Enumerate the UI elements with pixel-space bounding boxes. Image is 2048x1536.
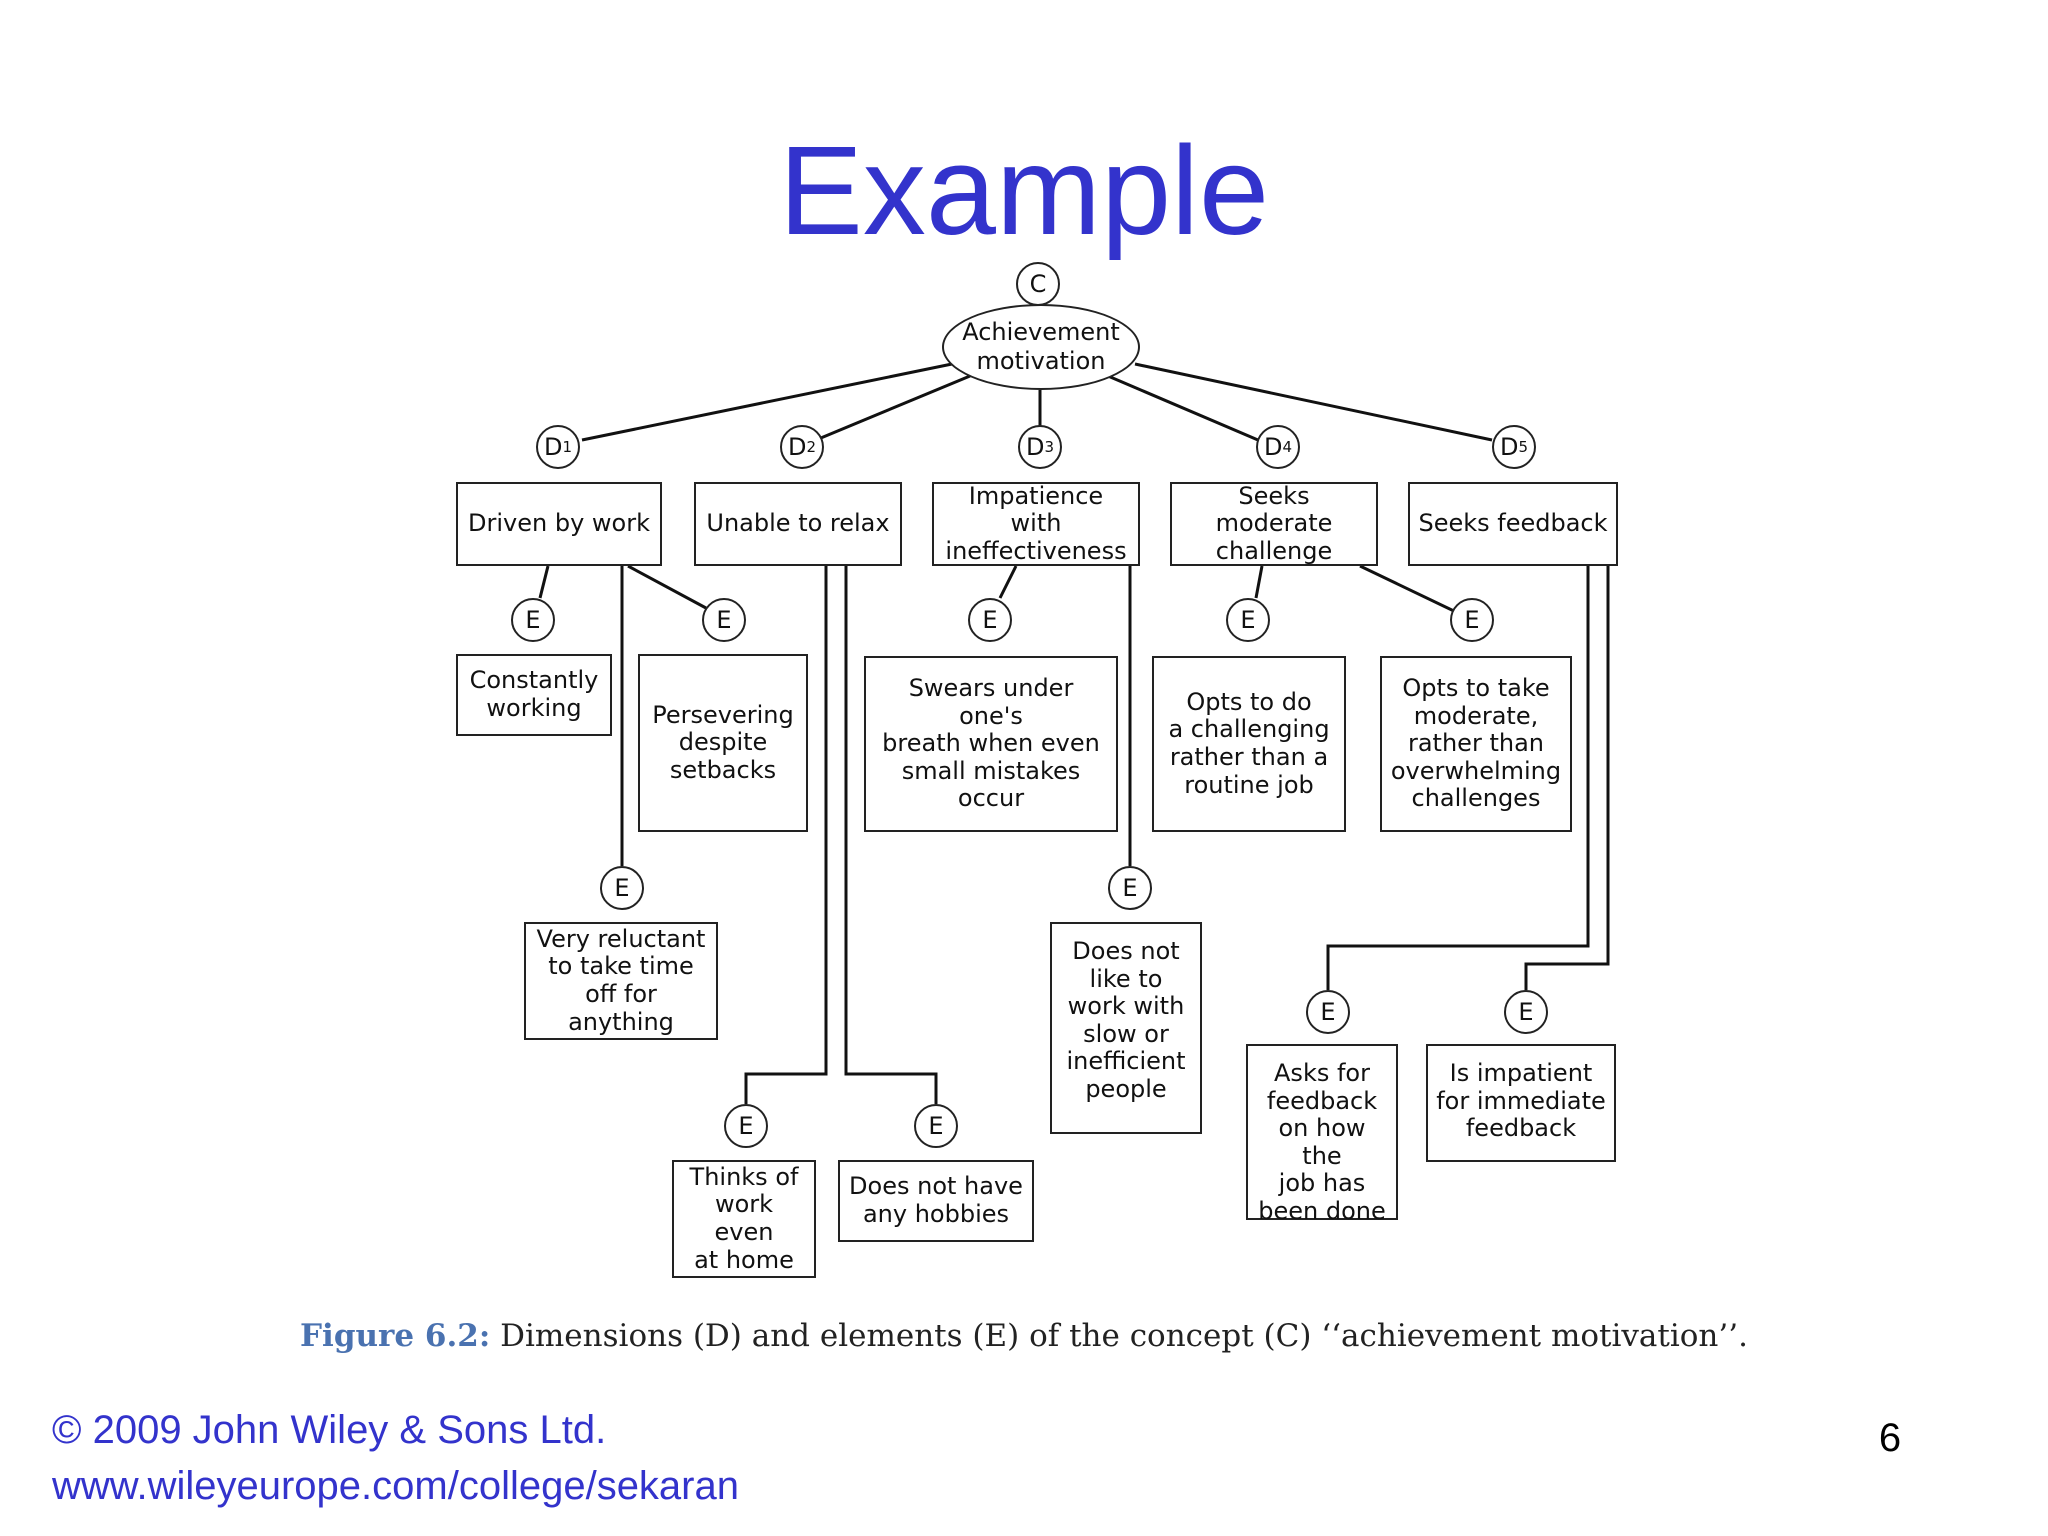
element-marker-9: E: [1450, 598, 1494, 642]
element-marker-6: E: [968, 598, 1012, 642]
element-box-9: Opts to take moderate, rather than overw…: [1380, 656, 1572, 832]
element-marker-10: E: [1306, 990, 1350, 1034]
element-box-7: Does not like to work with slow or ineff…: [1050, 922, 1202, 1134]
element-marker-8: E: [1226, 598, 1270, 642]
figure-caption-label: Figure 6.2:: [300, 1318, 491, 1354]
element-marker-1: E: [511, 598, 555, 642]
element-marker-11: E: [1504, 990, 1548, 1034]
dimension-box-3: Impatience with ineffectiveness: [932, 482, 1140, 566]
figure-caption-text: Dimensions (D) and elements (E) of the c…: [500, 1318, 1748, 1354]
footer-url: www.wileyeurope.com/college/sekaran: [52, 1464, 739, 1508]
dimension-box-4: Seeks moderate challenge: [1170, 482, 1378, 566]
element-box-1: Constantly working: [456, 654, 612, 736]
element-marker-2: E: [702, 598, 746, 642]
element-marker-7: E: [1108, 866, 1152, 910]
element-box-3: Very reluctant to take time off for anyt…: [524, 922, 718, 1040]
element-marker-5: E: [914, 1104, 958, 1148]
dimension-box-1: Driven by work: [456, 482, 662, 566]
element-box-11: Is impatient for immediate feedback: [1426, 1044, 1616, 1162]
element-box-4: Thinks of work even at home: [672, 1160, 816, 1278]
dimension-box-5: Seeks feedback: [1408, 482, 1618, 566]
footer: © 2009 John Wiley & Sons Ltd. www.wileye…: [52, 1402, 739, 1514]
element-box-10: Asks for feedback on how the job has bee…: [1246, 1044, 1398, 1225]
slide-title: Example: [778, 120, 1270, 261]
concept-node: Achievement motivation: [942, 304, 1140, 390]
page-number: 6: [1878, 1416, 1902, 1460]
element-box-6: Swears under one's breath when even smal…: [864, 656, 1118, 832]
element-box-8: Opts to do a challenging rather than a r…: [1152, 656, 1346, 832]
element-box-5: Does not have any hobbies: [838, 1160, 1034, 1242]
element-box-2: Persevering despite setbacks: [638, 654, 808, 832]
dimension-box-2: Unable to relax: [694, 482, 902, 566]
element-marker-4: E: [724, 1104, 768, 1148]
figure-caption: Figure 6.2: Dimensions (D) and elements …: [0, 1318, 2048, 1354]
concept-marker-text: C: [1029, 270, 1047, 298]
concept-label: Achievement motivation: [962, 318, 1120, 375]
concept-marker: C: [1016, 262, 1060, 306]
footer-copyright: © 2009 John Wiley & Sons Ltd.: [52, 1408, 607, 1452]
element-marker-3: E: [600, 866, 644, 910]
